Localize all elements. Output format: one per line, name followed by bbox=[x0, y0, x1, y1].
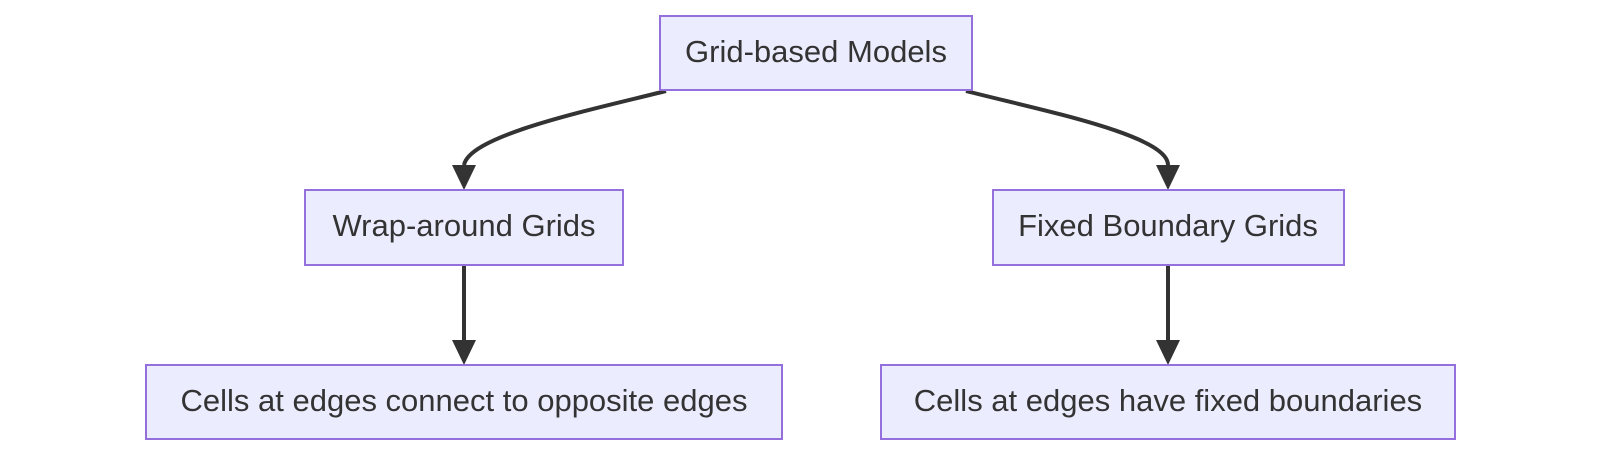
node-box bbox=[304, 189, 624, 266]
node-label: Wrap-around Grids bbox=[332, 208, 595, 243]
node-box bbox=[880, 364, 1456, 440]
node-label: Cells at edges connect to opposite edges bbox=[181, 383, 748, 418]
node-label: Fixed Boundary Grids bbox=[1018, 208, 1318, 243]
edge-root-to-fixed bbox=[965, 89, 1170, 166]
node-label: Grid-based Models bbox=[685, 34, 947, 69]
edges bbox=[452, 89, 1180, 365]
arrowhead-fixed-desc bbox=[1156, 340, 1180, 365]
node-label: Cells at edges have fixed boundaries bbox=[914, 383, 1422, 418]
edge-root-to-wrap bbox=[462, 89, 667, 166]
node-wrap-around-grids: Wrap-around Grids bbox=[304, 189, 624, 266]
arrowhead-wrap-desc bbox=[452, 340, 476, 365]
arrowhead-wrap bbox=[452, 165, 476, 190]
node-box bbox=[992, 189, 1345, 266]
node-fixed-description: Cells at edges have fixed boundaries bbox=[880, 364, 1456, 440]
node-wrap-description: Cells at edges connect to opposite edges bbox=[145, 364, 783, 440]
node-box bbox=[145, 364, 783, 440]
node-box bbox=[659, 15, 973, 91]
arrowhead-fixed bbox=[1156, 165, 1180, 190]
node-fixed-boundary-grids: Fixed Boundary Grids bbox=[992, 189, 1345, 266]
node-grid-based-models: Grid-based Models bbox=[659, 15, 973, 91]
